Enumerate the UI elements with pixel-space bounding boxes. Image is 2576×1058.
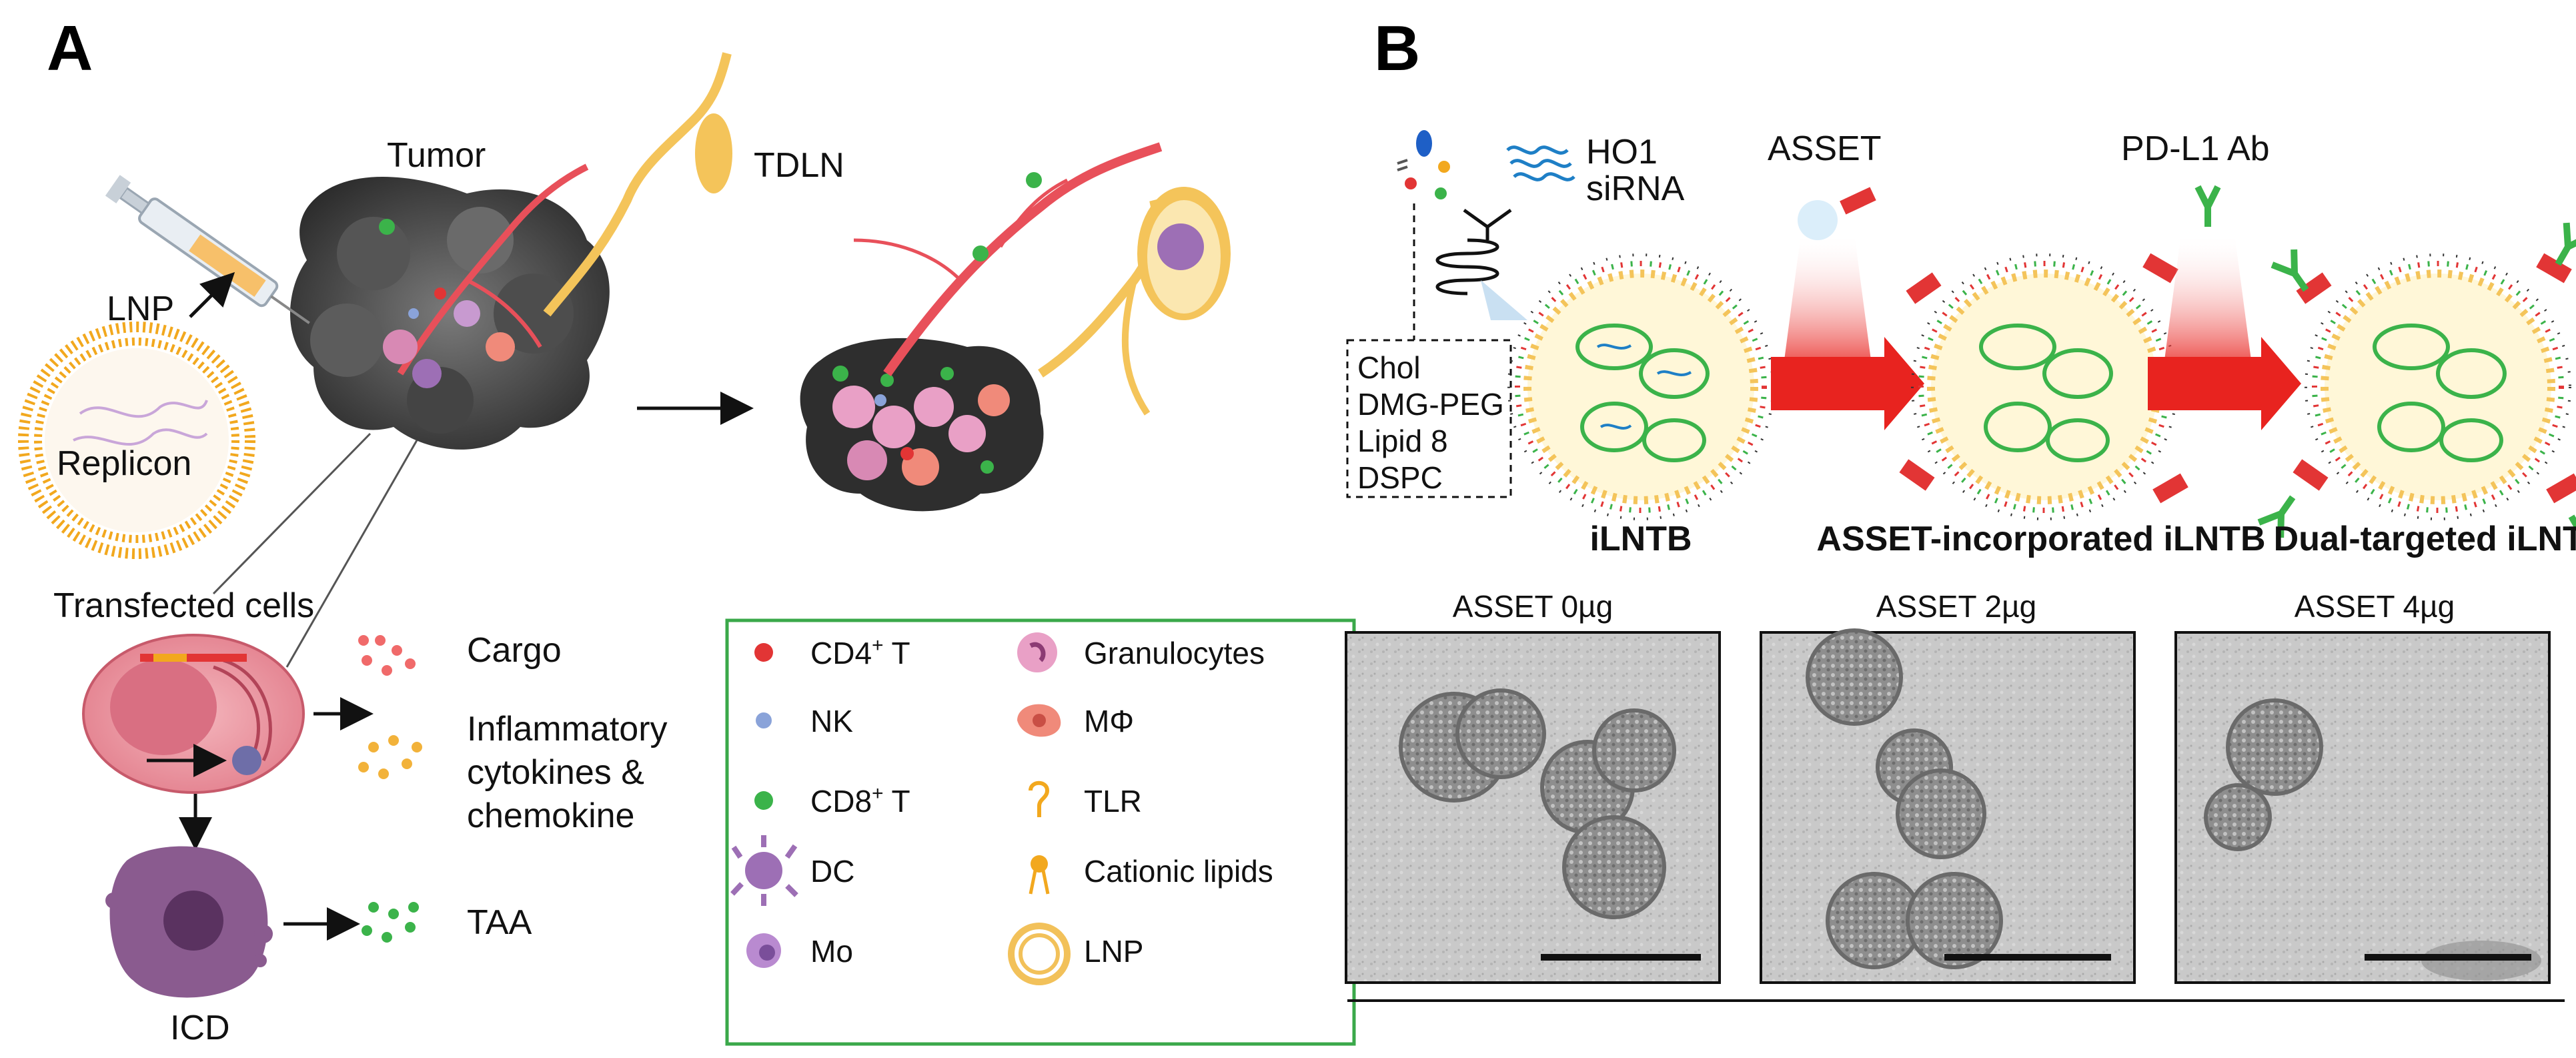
cytokine-dots-icon xyxy=(358,735,422,779)
legend-granulocytes: Granulocytes xyxy=(1084,636,1265,670)
pdl1-ab-label: PD-L1 Ab xyxy=(2121,129,2270,168)
tdln-label: TDLN xyxy=(754,146,844,185)
pdl1-addition-arrow xyxy=(2148,187,2301,430)
tem-image-asset-2 xyxy=(1761,630,2134,983)
lipid-item-dspc: DSPC xyxy=(1357,460,1443,495)
panel-a: A Tumor TDLN xyxy=(23,13,1354,1047)
legend-cd4: CD4+ T xyxy=(810,634,910,670)
legend-lnp: LNP xyxy=(1084,934,1143,969)
lipid-components-icon xyxy=(1397,130,1450,199)
monocyte-icon xyxy=(746,933,781,968)
lnp-arrow xyxy=(190,277,230,317)
tumor-tdln-illustration xyxy=(800,147,1231,511)
scale-bar-3 xyxy=(2365,954,2531,961)
cd4-t-dot-icon xyxy=(754,643,773,662)
tem-title-0: ASSET 0µg xyxy=(1453,589,1613,624)
panel-a-letter: A xyxy=(47,13,93,84)
transfected-cell-icon xyxy=(83,635,303,792)
lipid-item-dmg-peg: DMG-PEG xyxy=(1357,387,1504,422)
taa-label: TAA xyxy=(467,903,532,942)
cd8-t-dot-icon xyxy=(754,791,773,810)
lnp-label: LNP xyxy=(107,290,174,328)
legend-cd8: CD8+ T xyxy=(810,782,910,819)
ho1-label: HO1 xyxy=(1586,133,1658,171)
legend-nk: NK xyxy=(810,704,853,738)
cell-legend: CD4+ T NK CD8+ T DC Mo Granulocytes xyxy=(727,620,1354,1044)
icd-label: ICD xyxy=(170,1009,230,1047)
asset-ilntb-label: ASSET-incorporated iLNTB xyxy=(1816,520,2265,558)
ilntb-label: iLNTB xyxy=(1589,520,1692,558)
inflammatory-label-line2: cytokines & xyxy=(467,753,644,792)
lipid-item-chol: Chol xyxy=(1357,350,1421,385)
icd-cell-icon xyxy=(105,847,273,998)
panel-b-letter: B xyxy=(1374,13,1420,84)
legend-cationic-lipids: Cationic lipids xyxy=(1084,854,1273,889)
tumor-label: Tumor xyxy=(387,136,486,175)
scale-bar-1 xyxy=(1541,954,1701,961)
replicon-label: Replicon xyxy=(57,444,191,483)
sirna-label: siRNA xyxy=(1586,169,1685,208)
legend-tlr: TLR xyxy=(1084,784,1142,819)
sirna-icon xyxy=(1507,147,1574,180)
lipid-item-lipid8: Lipid 8 xyxy=(1357,424,1448,458)
zoom-line-1 xyxy=(213,434,370,594)
sirna-inlet-icon xyxy=(1437,210,1527,320)
asset-incorporated-ilntb-particle-icon xyxy=(1899,253,2188,519)
asset-addition-arrow xyxy=(1771,187,1924,430)
tem-image-asset-0 xyxy=(1346,632,1720,983)
panel-b: B HO1 siRNA Chol DMG-PEG Lipid 8 DS xyxy=(1346,13,2576,1001)
legend-dc: DC xyxy=(810,854,854,889)
lnp-particle-icon xyxy=(23,327,250,554)
transfected-cells-label: Transfected cells xyxy=(53,586,314,625)
asset-label: ASSET xyxy=(1768,129,1882,168)
ilntb-particle-icon xyxy=(1509,255,1773,519)
taa-dots-icon xyxy=(362,902,419,943)
dual-targeted-ilntb-particle-icon xyxy=(2259,223,2576,558)
scale-bar-2 xyxy=(1944,954,2111,961)
granulocyte-icon xyxy=(1017,632,1057,672)
tem-title-2: ASSET 2µg xyxy=(1876,589,2036,624)
tem-title-4: ASSET 4µg xyxy=(2295,589,2455,624)
dual-targeted-ilntb-label: Dual-targeted iLNTB xyxy=(2274,520,2576,558)
zoom-line-2 xyxy=(287,440,417,667)
legend-macrophage: MΦ xyxy=(1084,704,1134,738)
cargo-dots-icon xyxy=(358,635,416,676)
tem-image-asset-4 xyxy=(2176,632,2549,983)
inflammatory-label-line3: chemokine xyxy=(467,797,634,835)
nk-dot-icon xyxy=(756,712,772,728)
cargo-label: Cargo xyxy=(467,631,562,670)
legend-mo: Mo xyxy=(810,934,853,969)
inflammatory-label-line1: Inflammatory xyxy=(467,710,668,748)
tumor-illustration xyxy=(290,53,732,450)
